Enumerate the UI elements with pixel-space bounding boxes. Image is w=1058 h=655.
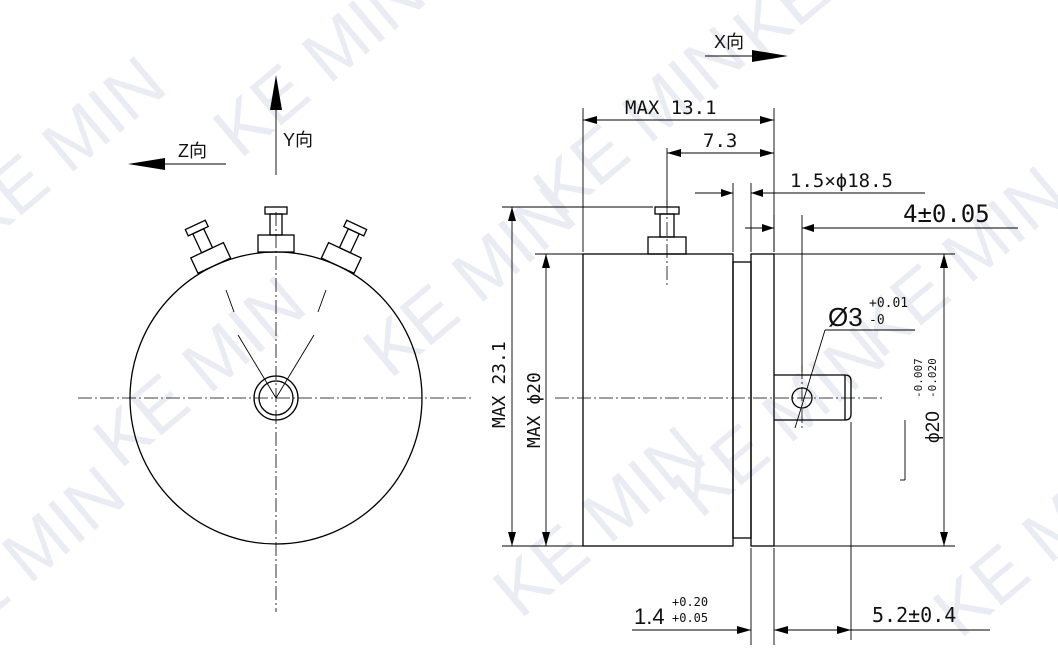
hole-tol-lower: -0 [869, 313, 885, 328]
hole-tol-upper: +0.01 [869, 296, 908, 311]
shaft [774, 374, 852, 421]
watermark-text: KE MIN [0, 452, 140, 655]
dim-shaft-length: 5.2±0.4 [774, 422, 990, 640]
pilot-tol-lower: -0.020 [926, 358, 939, 398]
offset-label: 4±0.05 [903, 200, 990, 228]
dim-7-3: 7.3 [666, 130, 774, 205]
side-view: X向 MAX 13.1 7.3 1.5×ϕ18.5 [489, 32, 1018, 645]
dim-flange-thickness: 1.4 +0.20 +0.05 [632, 548, 795, 645]
max-length-label: MAX 13.1 [625, 97, 717, 119]
terminal-left [184, 219, 232, 275]
watermark-text: KE MIN [199, 0, 440, 172]
pilot-diameter-label: ϕ20 [923, 411, 944, 443]
angle-line-right [275, 334, 315, 399]
terminal-center [257, 206, 295, 253]
z-direction-arrow: Z向 [128, 141, 226, 170]
terminal-right [320, 219, 368, 275]
z-direction-label: Z向 [178, 141, 207, 161]
max-diameter-label: MAX ϕ20 [524, 372, 545, 448]
dim-pilot-diameter: ϕ20 -0.007 -0.020 [774, 253, 955, 547]
y-direction-label: Y向 [283, 130, 313, 150]
angle-mark-left [225, 289, 235, 313]
flange-tol-upper: +0.20 [672, 595, 708, 609]
shaft-length-label: 5.2±0.4 [872, 603, 956, 627]
dim-hole: Ø3 +0.01 -0 [794, 296, 915, 429]
watermark-text: KE MIN [79, 262, 320, 483]
dim-offset: 4±0.05 [745, 200, 1018, 372]
front-view: Y向 Z向 [78, 75, 474, 612]
chamfer-label: 1.5×ϕ18.5 [790, 170, 893, 192]
max-height-label: MAX 23.1 [489, 341, 510, 428]
x-direction-label: X向 [714, 32, 744, 52]
watermark-text: KE MIN [659, 312, 900, 533]
side-terminal [647, 200, 687, 285]
flange [750, 253, 775, 547]
dim-chamfer: 1.5×ϕ18.5 [695, 170, 925, 252]
flange-thickness-label: 1.4 [634, 604, 665, 629]
dim-max-height: MAX 23.1 [489, 206, 653, 547]
hole-diameter-label: Ø3 [828, 302, 863, 332]
y-direction-arrow: Y向 [270, 75, 313, 175]
dim-max-diameter: MAX ϕ20 [524, 253, 583, 546]
length-7-3-label: 7.3 [703, 130, 737, 152]
dim-max-length: MAX 13.1 [582, 97, 775, 252]
watermark-text: KE MIN [0, 42, 180, 263]
pilot-tol-upper: -0.007 [912, 358, 925, 398]
flange-tol-lower: +0.05 [672, 611, 708, 625]
angle-line-left [237, 334, 277, 399]
angle-mark-right [317, 289, 327, 313]
x-direction-arrow: X向 [705, 32, 788, 62]
